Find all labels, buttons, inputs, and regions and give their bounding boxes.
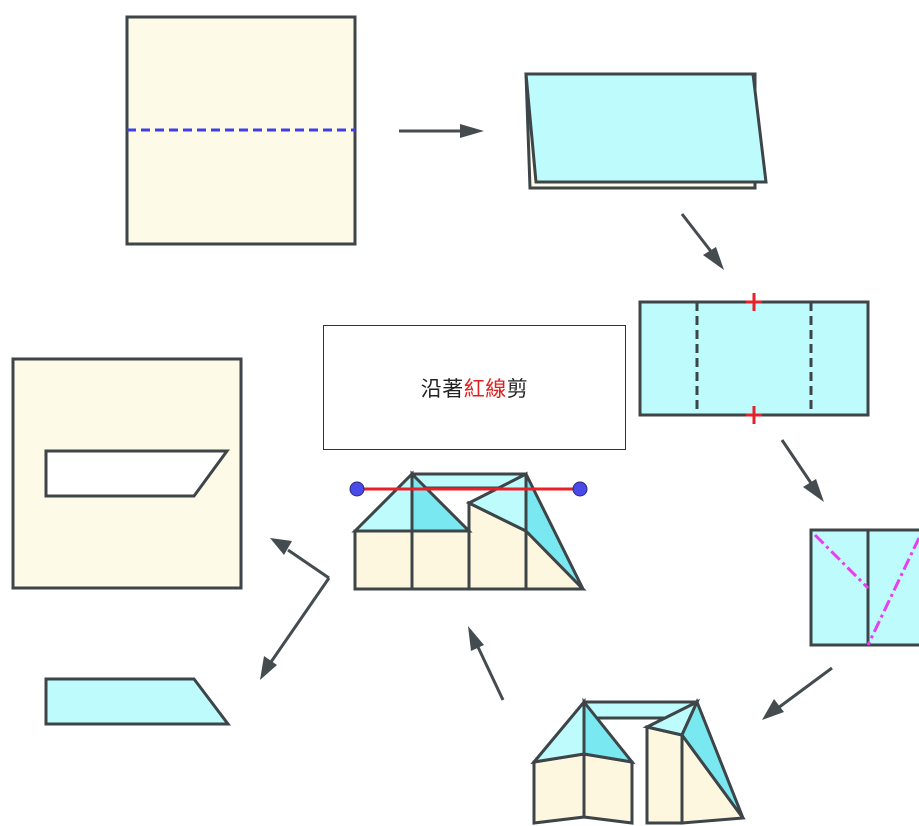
step-6-folded-shape-with-cut xyxy=(349,470,588,591)
step-4-sheet-with-cut-lines xyxy=(809,528,919,647)
cut-line-start-point[interactable] xyxy=(349,481,365,497)
instruction-box: 沿著紅線剪 xyxy=(323,325,626,450)
step-3-folded-rectangle xyxy=(638,293,870,424)
instruction-suffix: 剪 xyxy=(506,376,529,401)
arrow-step-5-to-6 xyxy=(468,626,505,701)
instruction-prefix: 沿著 xyxy=(420,376,464,401)
step-2-folded-sheet xyxy=(524,72,768,190)
instruction-highlight: 紅線 xyxy=(463,376,507,401)
final-unfolded-sheet xyxy=(11,357,243,590)
arrow-step-6-branches xyxy=(260,538,331,680)
arrow-step-1-to-2 xyxy=(399,124,484,138)
front-layer xyxy=(524,72,768,184)
cut-line-right xyxy=(866,537,919,646)
sheet-panel xyxy=(809,528,919,647)
arrow-step-3-to-4 xyxy=(780,439,824,502)
cut-mark-bottom xyxy=(746,406,762,424)
cut-line-end-point[interactable] xyxy=(572,481,588,497)
cut-line-left xyxy=(813,533,870,590)
step-1-square-sheet xyxy=(125,15,357,246)
cut-hole xyxy=(44,449,230,498)
instruction-text: 沿著紅線剪 xyxy=(421,373,529,403)
cut-out-piece xyxy=(44,677,232,726)
arrow-step-4-to-5 xyxy=(762,666,833,720)
step-5-folded-shape xyxy=(530,697,746,825)
arrow-step-2-to-3 xyxy=(680,213,724,270)
cut-mark-top xyxy=(746,293,762,311)
rectangle-sheet xyxy=(638,300,870,417)
